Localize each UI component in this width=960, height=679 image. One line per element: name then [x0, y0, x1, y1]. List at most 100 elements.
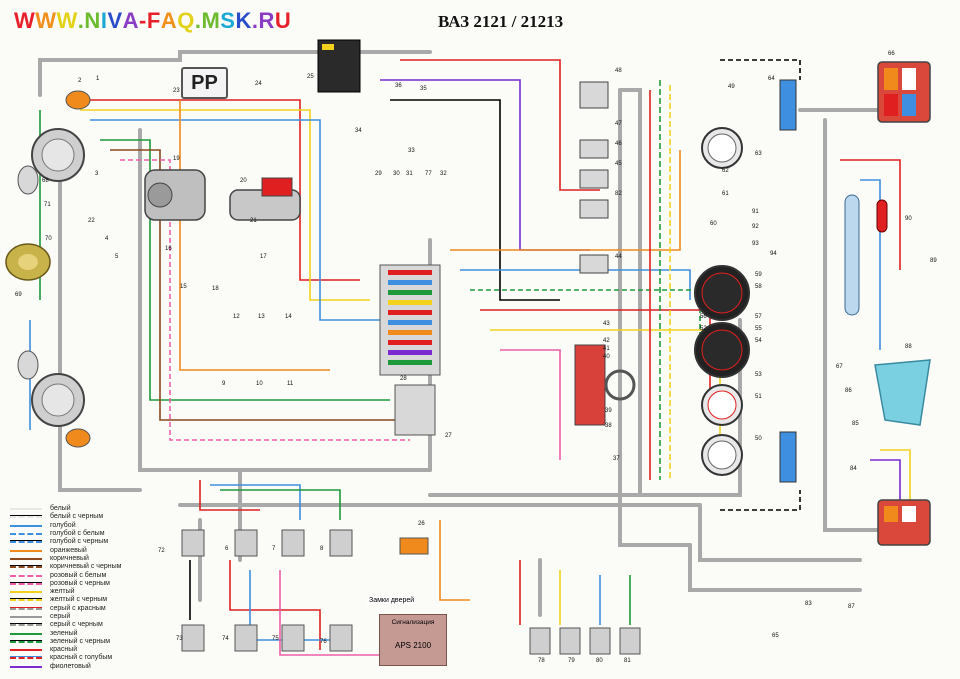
component-number: 77 [425, 171, 432, 177]
legend-swatch [10, 533, 42, 536]
component-number: 7 [272, 546, 276, 552]
legend-item: зеленый с черным [10, 638, 180, 646]
legend-item: розовый с черным [10, 580, 180, 588]
battery [317, 39, 361, 93]
legend-label: серый с красным [50, 604, 106, 612]
component-number: 49 [728, 84, 735, 90]
legend-item: серый с красным [10, 605, 180, 613]
component-number: 19 [173, 156, 180, 162]
component-number: 29 [375, 171, 382, 177]
component-number: 81 [624, 658, 631, 664]
headlights [17, 90, 91, 448]
legend-swatch [10, 574, 42, 577]
legend-item: зеленый [10, 629, 180, 637]
component-number: 10 [256, 381, 263, 387]
component-number: 44 [615, 254, 622, 260]
component-number: 78 [538, 658, 545, 664]
legend-label: серый с черным [50, 621, 103, 629]
alarm-unit: Сигнализация APS 2100 [379, 614, 447, 666]
component-number: 82 [615, 191, 622, 197]
component-number: 69 [15, 292, 22, 298]
component-number: 71 [44, 202, 51, 208]
component-number: 40 [603, 354, 610, 360]
component-number: 88 [905, 344, 912, 350]
component-number: 38 [605, 423, 612, 429]
component-number: 43 [603, 321, 610, 327]
component-number: 59 [755, 272, 762, 278]
legend-item: голубой с белым [10, 530, 180, 538]
starter [229, 177, 301, 221]
legend-label: зеленый [50, 629, 78, 637]
component-number: 90 [905, 216, 912, 222]
component-number: 63 [755, 151, 762, 157]
component-number: 24 [255, 81, 262, 87]
site-title-char: A [122, 8, 140, 33]
bottom-connectors [181, 529, 641, 655]
site-title-char: A [160, 8, 178, 33]
legend-item: голубой с черным [10, 538, 180, 546]
component-number: 73 [176, 636, 183, 642]
legend-swatch [10, 566, 42, 569]
component-number: 15 [180, 284, 187, 290]
wires [29, 59, 911, 656]
component-number: 6 [225, 546, 229, 552]
legend-item: голубой [10, 522, 180, 530]
legend-swatch [10, 640, 42, 643]
legend-swatch [10, 541, 42, 544]
component-number: 9 [222, 381, 226, 387]
component-number: 48 [615, 68, 622, 74]
legend-swatch [10, 516, 42, 519]
legend-item: фиолетовый [10, 663, 180, 671]
component-number: 16 [165, 246, 172, 252]
legend-swatch [10, 624, 42, 627]
generator [144, 169, 206, 221]
component-number: 45 [615, 161, 622, 167]
component-number: 39 [605, 408, 612, 414]
legend-item: розовый с белым [10, 571, 180, 579]
component-number: 85 [852, 421, 859, 427]
component-number: 72 [158, 548, 165, 554]
site-title-char: R [258, 8, 275, 33]
door-locks-label: Замки дверей [367, 597, 417, 604]
component-number: 28 [400, 376, 407, 382]
component-number: 13 [258, 314, 265, 320]
legend-label: красный с голубым [50, 654, 113, 662]
legend-item: желтый [10, 588, 180, 596]
legend-item: коричневый с черным [10, 563, 180, 571]
component-number: 55 [755, 326, 762, 332]
component-number: 12 [233, 314, 240, 320]
component-number: 26 [418, 521, 425, 527]
legend-label: белый с черным [50, 513, 104, 521]
site-title-char: S [220, 8, 236, 33]
site-title-char: W [56, 8, 78, 33]
component-number: 20 [240, 178, 247, 184]
legend-label: фиолетовый [50, 662, 91, 670]
site-title[interactable]: WWW.NIVA-FAQ.MSK.RU [14, 8, 291, 34]
component-number: 21 [250, 218, 257, 224]
component-number: 33 [408, 148, 415, 154]
legend-swatch [10, 665, 42, 668]
component-number: 76 [320, 639, 327, 645]
component-number: 79 [568, 658, 575, 664]
legend-item: коричневый [10, 555, 180, 563]
legend-item: серый [10, 613, 180, 621]
component-number: 35 [420, 86, 427, 92]
component-number: 32 [440, 171, 447, 177]
component-number: 60 [710, 221, 717, 227]
site-title-char: . [77, 8, 85, 33]
component-number: 11 [287, 381, 294, 387]
component-number: 75 [272, 636, 279, 642]
component-number: 42 [603, 338, 610, 344]
legend-label: зеленый с черным [50, 637, 111, 645]
legend-label: серый [50, 613, 71, 620]
site-title-char: W [14, 8, 36, 33]
site-title-char: K [235, 8, 252, 33]
component-number: 2 [78, 78, 82, 84]
component-number: 68 [42, 178, 49, 184]
component-number: 14 [285, 314, 292, 320]
component-number: 80 [596, 658, 603, 664]
legend-swatch [10, 582, 42, 585]
component-number: 5 [115, 254, 119, 260]
